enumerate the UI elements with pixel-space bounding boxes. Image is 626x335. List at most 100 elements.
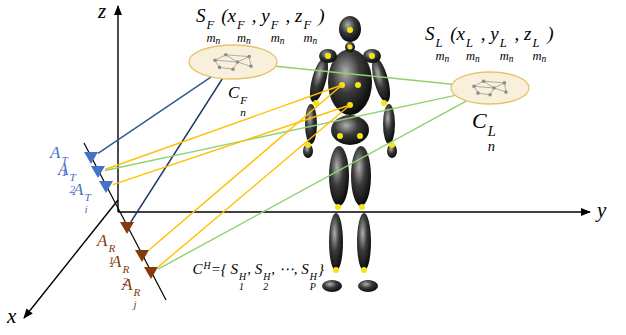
math-symbol: m (466, 49, 475, 63)
math-symbol: L (466, 36, 473, 50)
math-symbol: R (122, 263, 129, 275)
math-symbol: L (436, 36, 443, 50)
math-symbol: , y (252, 5, 270, 26)
antenna-triangle (91, 166, 105, 178)
superscript: H (310, 272, 317, 282)
subscript: mn (436, 50, 450, 65)
math-label: SFmn(xFmn, yFmn, zFmn) (196, 5, 325, 47)
human-figure (303, 16, 397, 292)
math-symbol: n (216, 36, 221, 46)
superscript: F (271, 19, 285, 32)
math-symbol: H (263, 271, 270, 282)
math-label: CH={ SH1, SH2, ⋯, SHP} (193, 260, 324, 292)
superscript: T (84, 192, 90, 203)
scatterer-link (238, 62, 252, 66)
superscript: F (207, 19, 221, 32)
math-symbol: ) (547, 23, 553, 44)
math-symbol: n (509, 54, 514, 64)
scatterer-link (220, 67, 234, 69)
subscript: n (240, 107, 247, 118)
math-symbol: 2 (263, 281, 268, 292)
math-symbol: (x (221, 5, 236, 26)
subscript: j (133, 299, 140, 310)
subscript: mn (207, 32, 221, 47)
antenna-symbol (99, 181, 113, 193)
math-symbol: , z (286, 5, 303, 26)
scatterer-point (472, 85, 476, 89)
math-symbol: F (303, 18, 311, 32)
scatterer-link (226, 55, 249, 57)
scatterer-link (478, 93, 490, 95)
superscript: H (263, 272, 270, 282)
scatterer-point (492, 86, 496, 90)
script-stack: Lmn (436, 37, 450, 65)
math-label: CLn (472, 108, 497, 154)
math-label: ATi (73, 180, 92, 215)
math-symbol: T (84, 191, 90, 203)
superscript: H (239, 272, 246, 282)
scatterer-point (249, 65, 253, 69)
scatterer-link (484, 81, 505, 83)
math-symbol: m (207, 31, 216, 45)
scatterer-point (213, 58, 217, 62)
math-symbol: i (84, 203, 87, 215)
subscript: 2 (263, 282, 270, 292)
scatterer-point (476, 91, 480, 95)
superscript: F (303, 19, 317, 32)
superscript: F (237, 19, 251, 32)
math-symbol: n (312, 36, 317, 46)
cluster-ellipse (451, 72, 529, 104)
math-symbol: n (445, 54, 450, 64)
scatterer-link (494, 88, 506, 92)
math-symbol: , z (515, 23, 532, 44)
math-symbol: H (204, 260, 211, 271)
subscript: mn (500, 50, 514, 65)
scatterer-point (218, 66, 222, 70)
math-symbol: S (196, 5, 206, 26)
math-symbol: R (133, 286, 140, 298)
antenna-element: AT2 (91, 166, 105, 178)
antenna-element: ATi (99, 181, 113, 193)
script-stack: Fmn (237, 19, 251, 47)
math-symbol: C (193, 261, 203, 277)
scatterer-point (231, 67, 235, 71)
math-symbol: F (237, 18, 245, 32)
signal-path (158, 101, 467, 269)
scatterer-point (236, 60, 240, 64)
math-symbol: , S (247, 261, 262, 277)
math-symbol: S (425, 23, 435, 44)
math-symbol: F (207, 18, 215, 32)
scatterer-link (215, 60, 238, 62)
math-symbol: n (475, 54, 480, 64)
scatterer-point (488, 93, 492, 97)
math-symbol: L (488, 123, 496, 139)
superscript: L (500, 37, 514, 50)
math-symbol: n (240, 106, 246, 118)
math-symbol: 1 (239, 281, 244, 292)
math-symbol: (x (450, 23, 465, 44)
math-symbol: n (541, 54, 546, 64)
math-symbol: P (310, 281, 316, 292)
superscript: R (122, 264, 129, 275)
script-stack: Ln (488, 124, 496, 154)
axis-label: z (98, 1, 106, 22)
subscript: mn (303, 32, 317, 47)
antenna-triangle (99, 181, 113, 193)
math-symbol: A (111, 252, 121, 271)
script-stack: Ti (84, 192, 90, 215)
script-stack: Lmn (466, 37, 480, 65)
math-symbol: m (436, 49, 445, 63)
axis-label: y (597, 200, 606, 221)
superscript: L (488, 124, 496, 139)
signal-path (113, 105, 350, 185)
math-symbol: A (50, 143, 60, 162)
subscript: n (488, 139, 496, 154)
script-stack: Fmn (271, 19, 285, 47)
math-symbol: n (488, 138, 495, 154)
math-symbol: A (97, 231, 107, 250)
antenna-symbol (91, 166, 105, 178)
scattering-cluster: SLmn(xLmn, yLmn, zLmn)CLn (450, 71, 530, 105)
superscript: L (466, 37, 480, 50)
subscript: mn (466, 50, 480, 65)
axis-label: x (7, 306, 16, 327)
